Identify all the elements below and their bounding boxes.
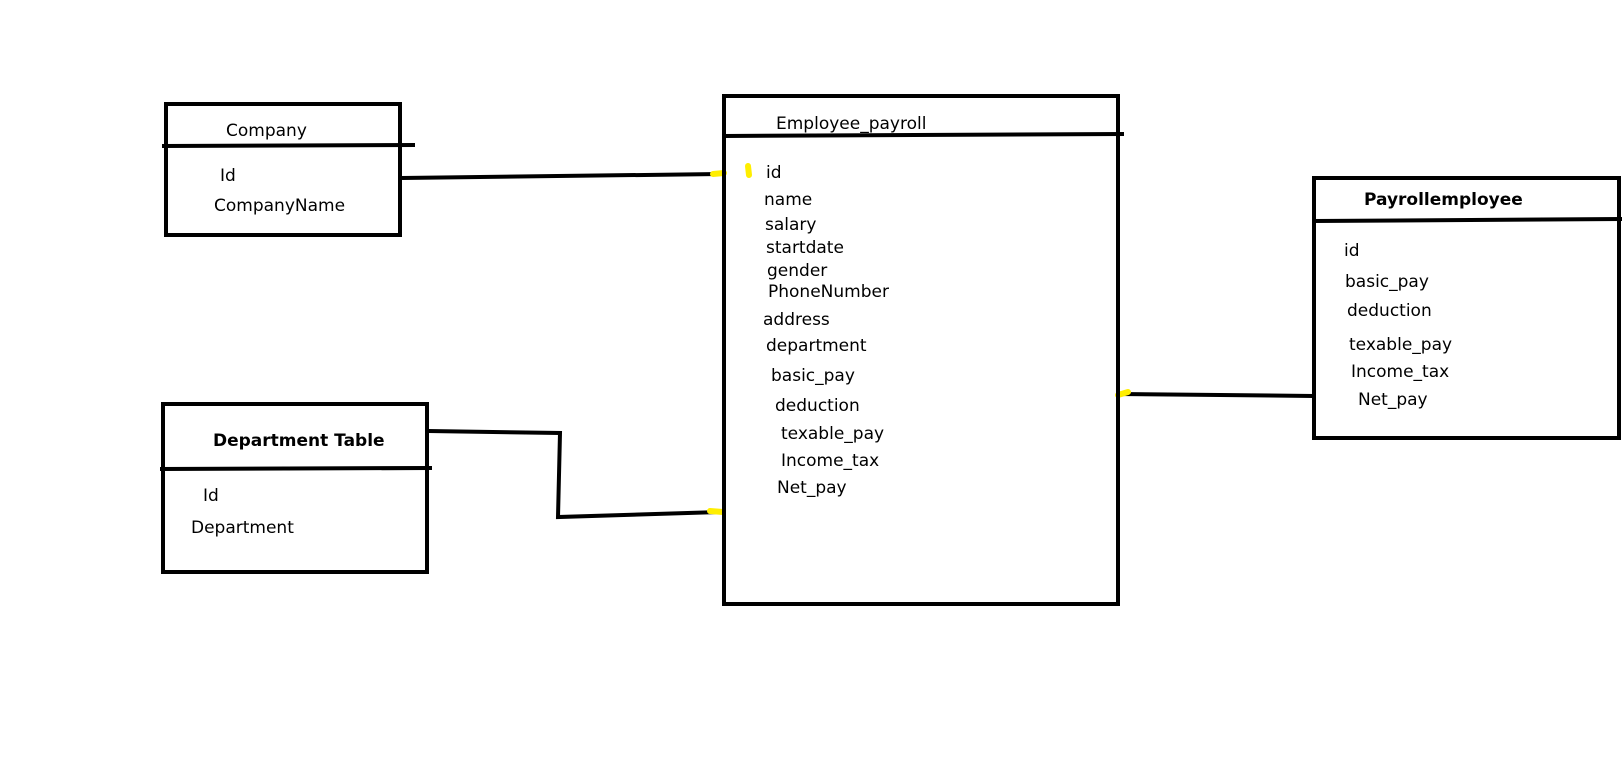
employee-field-name: name [764,190,813,210]
entity-employee-payroll-title: Employee_payroll [776,114,927,134]
employee-field-gender: gender [767,261,828,281]
company-field-id: Id [220,166,236,186]
entity-employee-payroll: Employee_payroll id name salary startdat… [722,94,1120,606]
entity-company: Company Id CompanyName [164,102,402,237]
payrollemployee-field-net-pay: Net_pay [1358,390,1428,410]
employee-field-id: id [766,163,782,183]
entity-payroll-employee-title: Payrollemployee [1364,190,1523,210]
payrollemployee-field-basic-pay: basic_pay [1345,272,1429,292]
highlight-mark-id [745,163,752,178]
payrollemployee-field-id: id [1344,241,1360,261]
employee-header-extension [723,132,1125,138]
employee-field-texable-pay: texable_pay [781,424,885,444]
company-header-extension [161,143,416,148]
payrollemployee-header-extension [1313,217,1622,223]
employee-field-startdate: startdate [766,238,844,258]
connector-department-employee [427,429,721,520]
employee-field-income-tax: Income_tax [781,451,880,471]
company-field-companyname: CompanyName [214,196,346,216]
department-field-id: Id [203,486,219,506]
department-field-department: Department [191,518,294,538]
highlight-mark-department-end [707,508,726,515]
entity-company-title: Company [226,121,307,141]
connector-company-employee [401,172,721,180]
payrollemployee-field-income-tax: Income_tax [1351,362,1450,382]
employee-field-deduction: deduction [775,396,860,416]
entity-payroll-employee: Payrollemployee id basic_pay deduction t… [1312,176,1621,440]
employee-field-address: address [763,310,830,330]
entity-department-title: Department Table [213,431,385,451]
employee-field-basic-pay: basic_pay [771,366,855,386]
connector-employee-payrollemployee [1117,392,1315,398]
employee-field-department: department [766,336,867,356]
payrollemployee-field-deduction: deduction [1347,301,1432,321]
employee-field-net-pay: Net_pay [777,478,847,498]
employee-field-phonenumber: PhoneNumber [768,282,889,302]
entity-department: Department Table Id Department [161,402,429,574]
employee-field-salary: salary [765,215,817,235]
department-header-extension [159,466,433,471]
payrollemployee-field-texable-pay: texable_pay [1349,335,1453,355]
